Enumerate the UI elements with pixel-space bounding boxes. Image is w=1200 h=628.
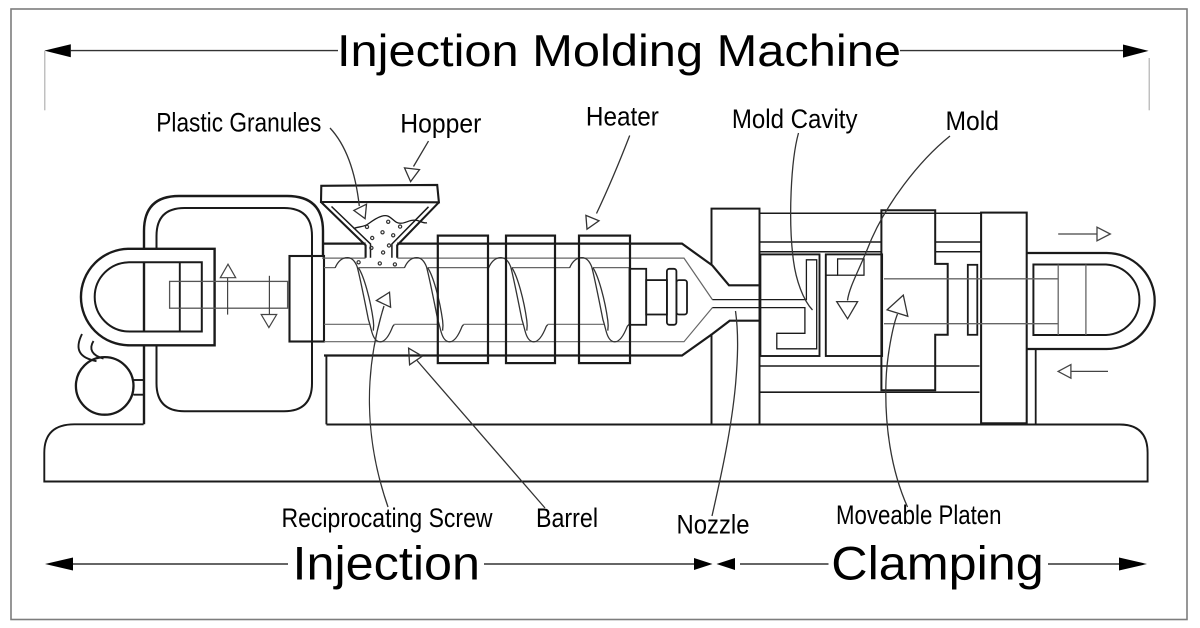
svg-text:Moveable Platen: Moveable Platen xyxy=(836,500,1002,530)
svg-text:Heater: Heater xyxy=(586,102,659,132)
svg-text:Plastic Granules: Plastic Granules xyxy=(156,108,321,138)
svg-text:Reciprocating Screw: Reciprocating Screw xyxy=(282,503,493,533)
svg-text:Clamping: Clamping xyxy=(831,538,1043,591)
svg-text:Mold Cavity: Mold Cavity xyxy=(732,104,858,134)
svg-text:Hopper: Hopper xyxy=(400,109,481,139)
svg-text:Injection Molding Machine: Injection Molding Machine xyxy=(337,27,901,76)
svg-text:Barrel: Barrel xyxy=(536,503,598,533)
svg-text:Injection: Injection xyxy=(293,538,481,591)
svg-text:Mold: Mold xyxy=(946,106,1000,136)
